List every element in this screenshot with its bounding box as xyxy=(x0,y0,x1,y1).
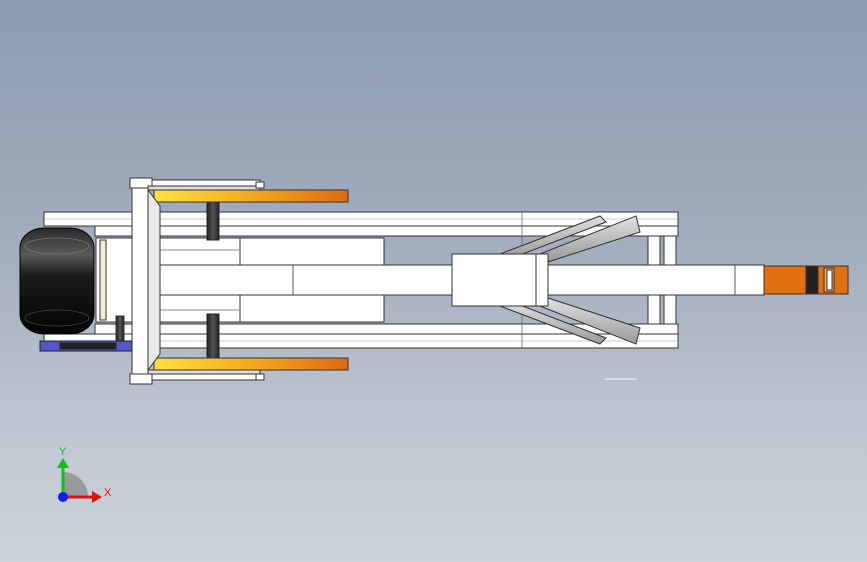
front-fork xyxy=(129,177,265,385)
wheel-upper xyxy=(153,189,349,203)
top-rail-inner xyxy=(94,225,679,237)
beam-clamp xyxy=(451,253,549,307)
air-tank xyxy=(19,227,95,335)
motor-plate xyxy=(39,340,133,352)
triad-rotation-arc xyxy=(63,472,88,497)
main-beam xyxy=(111,253,765,307)
support-post xyxy=(115,315,125,343)
z-axis-dot xyxy=(58,492,68,502)
axles xyxy=(206,199,220,361)
y-axis-label: Y xyxy=(59,446,67,458)
x-axis-arrowhead xyxy=(92,491,102,503)
wheels xyxy=(153,189,349,371)
axle-lower xyxy=(206,313,220,361)
y-axis-arrowhead xyxy=(57,458,69,468)
angled-braces xyxy=(498,215,641,345)
wheel-lower xyxy=(153,357,349,371)
front-cradle xyxy=(95,237,133,343)
tow-hitch xyxy=(763,265,849,295)
x-axis-label: X xyxy=(104,487,112,499)
axle-upper xyxy=(206,199,220,241)
axis-triad: Y X xyxy=(57,446,112,503)
